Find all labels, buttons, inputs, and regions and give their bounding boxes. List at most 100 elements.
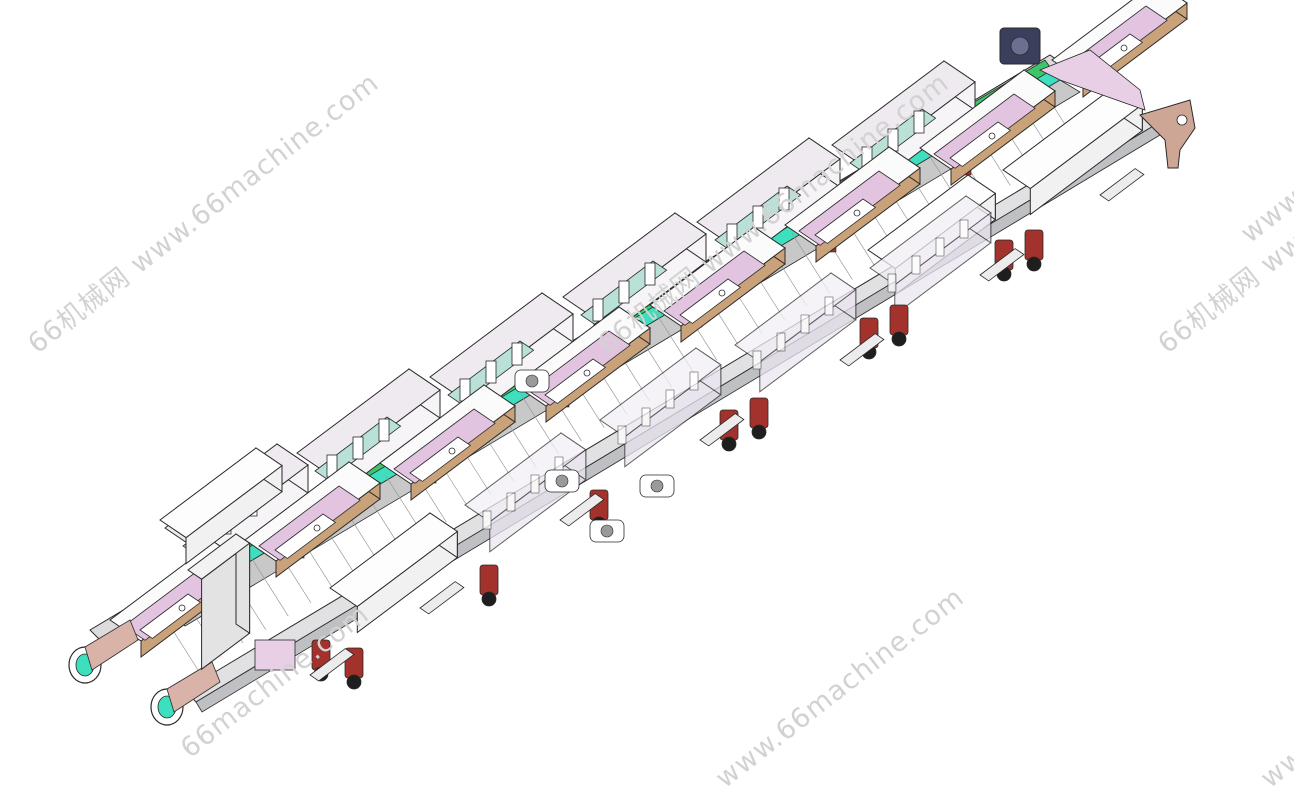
pallet-tray-hole bbox=[178, 604, 186, 612]
front-glass-clamp bbox=[530, 474, 540, 494]
rear-station-clamp bbox=[778, 187, 790, 211]
rear-station-clamp bbox=[592, 298, 604, 322]
front-glass-module-body-top-face bbox=[869, 195, 992, 286]
pallet-tray-hole bbox=[313, 524, 321, 532]
rail-layer bbox=[89, 54, 1166, 713]
foot-plate-2 bbox=[419, 581, 465, 615]
front-glass-clamp bbox=[641, 407, 651, 427]
front-glass-module-4 bbox=[869, 195, 992, 316]
foot-plate-4 bbox=[699, 413, 745, 447]
pallet-tray-2 bbox=[244, 461, 381, 578]
front-glass-clamp bbox=[482, 510, 492, 530]
right-end-bracket-hole bbox=[1176, 114, 1188, 126]
pallet-tray-3 bbox=[379, 384, 516, 501]
front-glass-clamp bbox=[617, 425, 627, 445]
servo-motor-8 bbox=[889, 304, 909, 336]
front-glass-clamp bbox=[506, 492, 516, 512]
lift-cylinder-rod-3 bbox=[600, 524, 614, 538]
servo-motor-base-3 bbox=[481, 591, 497, 607]
front-glass-module-body-top-face bbox=[734, 272, 857, 363]
start-cover-box-top-face bbox=[159, 447, 283, 539]
pallet-tray-6 bbox=[784, 146, 921, 263]
pallet-tray-pink-insert bbox=[528, 330, 631, 406]
cad-drawing-canvas: 66机械网 www.66machine.com 66机械网 www.66mach… bbox=[22, 0, 1294, 794]
foot-plate-6 bbox=[979, 248, 1025, 282]
front-glass-module-body-top-face bbox=[599, 347, 722, 438]
front-glass-clamp bbox=[776, 332, 786, 352]
front-glass-clamp bbox=[935, 237, 945, 257]
servo-motor-base-2 bbox=[346, 674, 362, 690]
pallet-tray-5 bbox=[649, 226, 786, 343]
pallet-tray-hole bbox=[988, 132, 996, 140]
pallet-tray-pink-insert bbox=[933, 93, 1036, 169]
gearbox-flange bbox=[1010, 36, 1030, 56]
servo-motor-10 bbox=[1024, 229, 1044, 261]
pallet-tray-pocket bbox=[139, 593, 202, 639]
left-idler-pulley-2 bbox=[150, 661, 221, 726]
front-glass-clamp bbox=[911, 255, 921, 275]
front-glass-clamp bbox=[752, 350, 762, 370]
conveyor-assembly-drawing bbox=[68, 0, 1196, 726]
lift-cylinder-rod-4 bbox=[650, 479, 664, 493]
pallet-tray-pocket bbox=[409, 436, 472, 482]
pallet-tray-pocket bbox=[679, 278, 742, 324]
front-glass-module-body-top-face bbox=[464, 432, 587, 523]
front-glass-clamp bbox=[887, 273, 897, 293]
servo-motor-base-8 bbox=[891, 331, 907, 347]
left-end-frame bbox=[187, 533, 251, 671]
station-layer bbox=[109, 0, 1188, 658]
front-cover-box-1-top-face bbox=[329, 512, 459, 608]
front-glass-clamp bbox=[665, 389, 675, 409]
rear-station-cover-top-face bbox=[696, 137, 841, 244]
servo-motor-base-5 bbox=[721, 436, 737, 452]
pallet-tray-pink-insert bbox=[258, 485, 361, 561]
rear-station-clamp bbox=[511, 342, 523, 366]
front-cover-box-1 bbox=[329, 512, 459, 634]
rear-station-cover-top-face bbox=[562, 212, 707, 319]
pallet-tray-pocket bbox=[814, 198, 877, 244]
pulley-bracket bbox=[84, 619, 139, 671]
pallet-tray-pink-insert bbox=[798, 170, 901, 246]
foot-plate-5 bbox=[839, 333, 885, 367]
lift-cylinder-rod-1 bbox=[525, 374, 539, 388]
left-end-panel bbox=[254, 639, 296, 671]
pallet-tray-hole bbox=[583, 369, 591, 377]
rear-station-cover-top-face bbox=[831, 60, 976, 167]
rear-station-clamp bbox=[485, 360, 497, 384]
pallet-tray-pocket bbox=[544, 358, 607, 404]
front-glass-clamp bbox=[824, 296, 834, 316]
left-end-frame-top-face bbox=[187, 533, 251, 580]
rear-station-clamp bbox=[378, 418, 390, 442]
pulley-bracket bbox=[166, 661, 221, 713]
rear-station-cover-top-face bbox=[429, 292, 574, 399]
servo-motor-6 bbox=[749, 397, 769, 429]
front-glass-clamp bbox=[689, 371, 699, 391]
rear-station-clamp bbox=[752, 205, 764, 229]
rear-station-clamp bbox=[618, 280, 630, 304]
rear-station-clamp bbox=[913, 110, 925, 134]
pallet-tray-pink-insert bbox=[393, 408, 496, 484]
servo-motor-base-6 bbox=[751, 424, 767, 440]
left-idler-pulley-1 bbox=[68, 619, 139, 684]
front-glass-module-3 bbox=[734, 272, 857, 393]
front-glass-clamp bbox=[959, 219, 969, 239]
pallet-tray-pink-insert bbox=[663, 250, 766, 326]
pallet-tray-hole bbox=[718, 289, 726, 297]
lift-cylinder-rod-2 bbox=[555, 474, 569, 488]
rear-station-cover-top-face bbox=[296, 368, 441, 475]
start-cover-box bbox=[159, 447, 283, 565]
cross-slat bbox=[250, 556, 289, 617]
front-layer bbox=[68, 27, 1196, 726]
right-gearbox bbox=[999, 27, 1041, 65]
right-shaft-cover bbox=[1039, 49, 1146, 111]
front-glass-module-2 bbox=[599, 347, 722, 468]
rear-station-clamp bbox=[644, 262, 656, 286]
pallet-tray-pocket bbox=[274, 513, 337, 559]
servo-motor-base-10 bbox=[1026, 256, 1042, 272]
pallet-tray-hole bbox=[448, 447, 456, 455]
pallet-tray-hole bbox=[853, 209, 861, 217]
servo-motor-3 bbox=[479, 564, 499, 596]
pallet-tray-hole bbox=[1120, 44, 1128, 52]
rear-station-4 bbox=[562, 212, 707, 347]
pallet-tray-pocket bbox=[949, 121, 1012, 167]
